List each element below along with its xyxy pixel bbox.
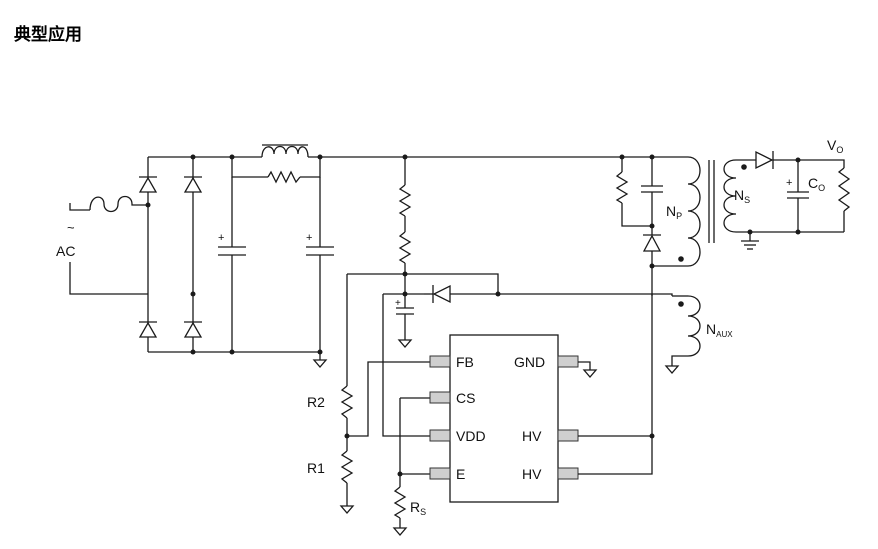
bridge-rectifier <box>138 156 203 353</box>
vdd-capacitor: + <box>395 274 414 348</box>
diode <box>183 321 203 338</box>
plus-label: + <box>395 298 401 309</box>
filter-resistor <box>267 170 301 184</box>
pin-fb-label: FB <box>456 354 474 370</box>
primary-winding: NP <box>666 156 701 267</box>
page-title: 典型应用 <box>14 25 82 45</box>
resistor-r2 <box>340 385 354 419</box>
secondary-winding: NS <box>723 159 750 233</box>
pin-hv2-label: HV <box>522 466 542 482</box>
pin-e-label: E <box>456 466 465 482</box>
clamp-diode <box>642 234 662 436</box>
startup-resistors <box>398 157 412 274</box>
load-resistor <box>837 167 851 232</box>
bulk-capacitor-1: + <box>218 177 246 352</box>
filter-inductor <box>261 144 309 158</box>
pin-gnd-label: GND <box>514 354 545 370</box>
resistor-rs <box>393 486 407 519</box>
pin-cs-label: CS <box>456 390 475 406</box>
r1-label: R1 <box>307 460 325 476</box>
controller-ic: FB CS VDD E GND HV HV <box>429 334 579 503</box>
plus-label: + <box>218 232 224 244</box>
ac-label: AC <box>56 243 75 259</box>
output-diode <box>755 150 774 170</box>
bulk-capacitor-2: + <box>306 177 334 352</box>
np-label: NP <box>666 203 682 221</box>
pin-vdd-label: VDD <box>456 428 486 444</box>
diode <box>138 176 158 193</box>
diode <box>138 321 158 338</box>
output-capacitor: + CO <box>786 160 825 232</box>
plus-label: + <box>306 232 312 244</box>
rs-label: RS <box>410 499 426 517</box>
pin-hv-label: HV <box>522 428 542 444</box>
ns-label: NS <box>734 187 750 205</box>
clamp-resistor <box>615 171 629 204</box>
aux-diode <box>424 284 451 304</box>
plus-label: + <box>786 177 792 189</box>
ground-icon <box>312 352 328 368</box>
resistor-r1 <box>340 450 354 484</box>
aux-winding: NAUX <box>652 293 733 374</box>
r2-label: R2 <box>307 394 325 410</box>
co-label: CO <box>808 175 825 193</box>
ac-source: ~ AC <box>56 195 148 295</box>
ac-tilde-label: ~ <box>67 220 75 235</box>
vo-label: VO <box>827 137 843 155</box>
diode <box>183 176 203 193</box>
clamp-capacitor <box>641 157 663 235</box>
naux-label: NAUX <box>706 321 733 339</box>
